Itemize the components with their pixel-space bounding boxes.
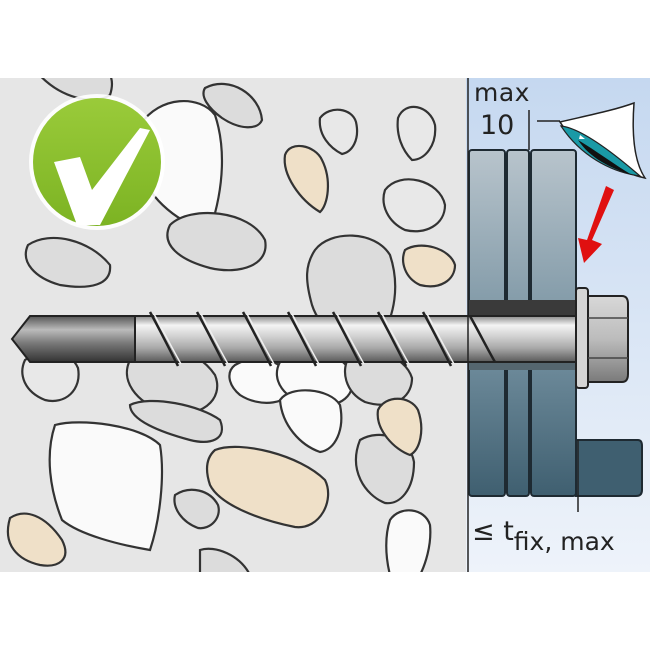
gap-max-value: 10 — [480, 110, 515, 141]
checkmark-icon — [29, 94, 165, 230]
thickness-prefix: ≤ t — [472, 516, 514, 547]
concrete-screw — [10, 287, 629, 389]
eye-icon — [537, 101, 647, 180]
dimension-lines — [467, 78, 579, 572]
thickness-label: ≤ tfix, max — [472, 516, 615, 556]
thickness-subscript: fix, max — [513, 527, 615, 556]
fixture-plates — [468, 149, 643, 497]
gap-max-label: max — [474, 78, 530, 107]
arrow-icon — [578, 186, 614, 263]
